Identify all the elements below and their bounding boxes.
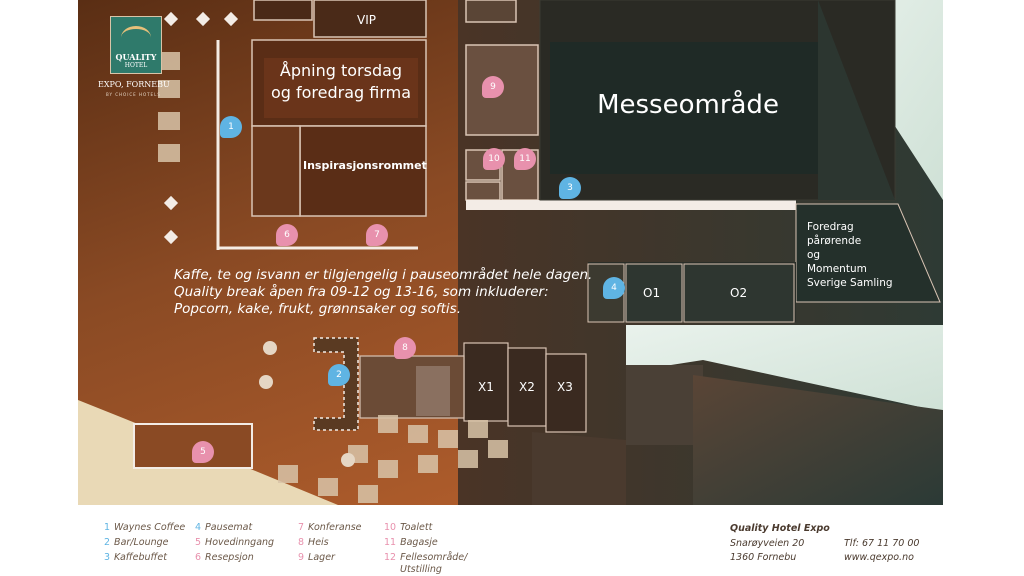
block-far-right <box>693 375 943 505</box>
marker-8-number: 8 <box>402 343 408 353</box>
marker-7[interactable]: 7 <box>366 224 388 246</box>
talk-line1: Foredrag <box>807 221 854 233</box>
room-top-small <box>253 0 313 21</box>
room-inspiration <box>299 125 427 217</box>
logo-brand-line2: HOTEL <box>124 62 148 69</box>
intro-text: Kaffe, te og isvann er tilgjengelig i pa… <box>174 267 592 318</box>
marker-1[interactable]: 1 <box>220 116 242 138</box>
room-corridor-left <box>251 125 301 217</box>
room-x2-label: X2 <box>519 380 535 394</box>
room-opening-label: Åpning torsdag og foredrag firma <box>264 60 418 104</box>
marker-9-number: 9 <box>490 82 496 92</box>
logo-location: EXPO, FORNEBU <box>98 80 170 89</box>
marker-5-number: 5 <box>200 447 206 457</box>
hotel-address1: Snarøyveien 20 <box>730 538 805 549</box>
marker-2[interactable]: 2 <box>328 364 350 386</box>
fair-inner <box>550 42 826 174</box>
room-x1-label: X1 <box>478 380 494 394</box>
marker-1-number: 1 <box>228 122 234 132</box>
room-o1-label: O1 <box>643 286 661 300</box>
round-tables <box>259 341 355 467</box>
marker-11[interactable]: 11 <box>514 148 536 170</box>
bar-counter <box>313 337 359 431</box>
opening-line2: og foredrag firma <box>270 83 412 102</box>
talk-line4: Momentum <box>807 263 867 275</box>
fair-hall-right <box>818 0 895 200</box>
logo-tagline: BY CHOICE HOTELS <box>106 92 161 97</box>
intro-line2: Quality break åpen fra 09-12 og 13-16, s… <box>174 284 549 300</box>
marker-5[interactable]: 5 <box>192 441 214 463</box>
logo-swirl-icon <box>121 26 151 49</box>
hotel-web[interactable]: www.qexpo.no <box>844 552 914 563</box>
marker-3[interactable]: 3 <box>559 177 581 199</box>
marker-9[interactable]: 9 <box>482 76 504 98</box>
floor-plan-map: QUALITY HOTEL EXPO, FORNEBU BY CHOICE HO… <box>78 0 943 576</box>
intro-line1: Kaffe, te og isvann er tilgjengelig i pa… <box>174 267 593 283</box>
stairs <box>416 366 450 416</box>
marker-6[interactable]: 6 <box>276 224 298 246</box>
marker-8[interactable]: 8 <box>394 337 416 359</box>
room-o2 <box>683 263 795 323</box>
exterior-middle-right <box>626 325 943 412</box>
room-small-lower <box>465 181 501 201</box>
hotel-name: Quality Hotel Expo <box>730 523 830 534</box>
corridor-strip <box>466 200 796 210</box>
marker-10[interactable]: 10 <box>483 148 505 170</box>
room-x3 <box>545 353 587 433</box>
room-x2 <box>507 347 547 427</box>
marker-3-number: 3 <box>567 183 573 193</box>
marker-4[interactable]: 4 <box>603 277 625 299</box>
marker-7-number: 7 <box>374 230 380 240</box>
talk-line3: og <box>807 249 821 261</box>
talk-line2: pårørende <box>807 235 862 247</box>
hotel-logo: QUALITY HOTEL <box>110 16 162 74</box>
opening-line1: Åpning torsdag <box>279 61 403 80</box>
marker-4-number: 4 <box>611 283 617 293</box>
marker-6-number: 6 <box>284 230 290 240</box>
legend-item: Utstilling <box>400 564 442 575</box>
block-bottom-mid <box>532 432 626 505</box>
room-top-mid <box>465 0 517 23</box>
hotel-phone: Tlf: 67 11 70 00 <box>844 538 920 549</box>
fair-area-label: Messeområde <box>597 90 779 120</box>
lounge-tables <box>158 52 508 503</box>
intro-line3: Popcorn, kake, frukt, grønnsaker og soft… <box>174 301 461 317</box>
opening-label-bg <box>264 58 418 118</box>
room-vip <box>313 0 427 38</box>
logo-brand-line1: QUALITY <box>115 52 157 62</box>
room-talk-label: Foredrag pårørende og Momentum Sverige S… <box>807 220 893 290</box>
floor-plan-drawing <box>78 0 943 505</box>
room-o2-label: O2 <box>730 286 748 300</box>
room-vip-label: VIP <box>357 13 376 27</box>
room-inspiration-label: Inspirasjonsrommet <box>303 159 427 172</box>
marker-10-number: 10 <box>488 154 500 164</box>
room-x3-label: X3 <box>557 380 573 394</box>
block-bottom-right <box>626 365 703 445</box>
talk-line5: Sverige Samling <box>807 277 893 289</box>
marker-2-number: 2 <box>336 370 342 380</box>
hotel-address2: 1360 Fornebu <box>730 552 797 563</box>
room-o1 <box>625 263 683 323</box>
marker-11-number: 11 <box>519 154 531 164</box>
